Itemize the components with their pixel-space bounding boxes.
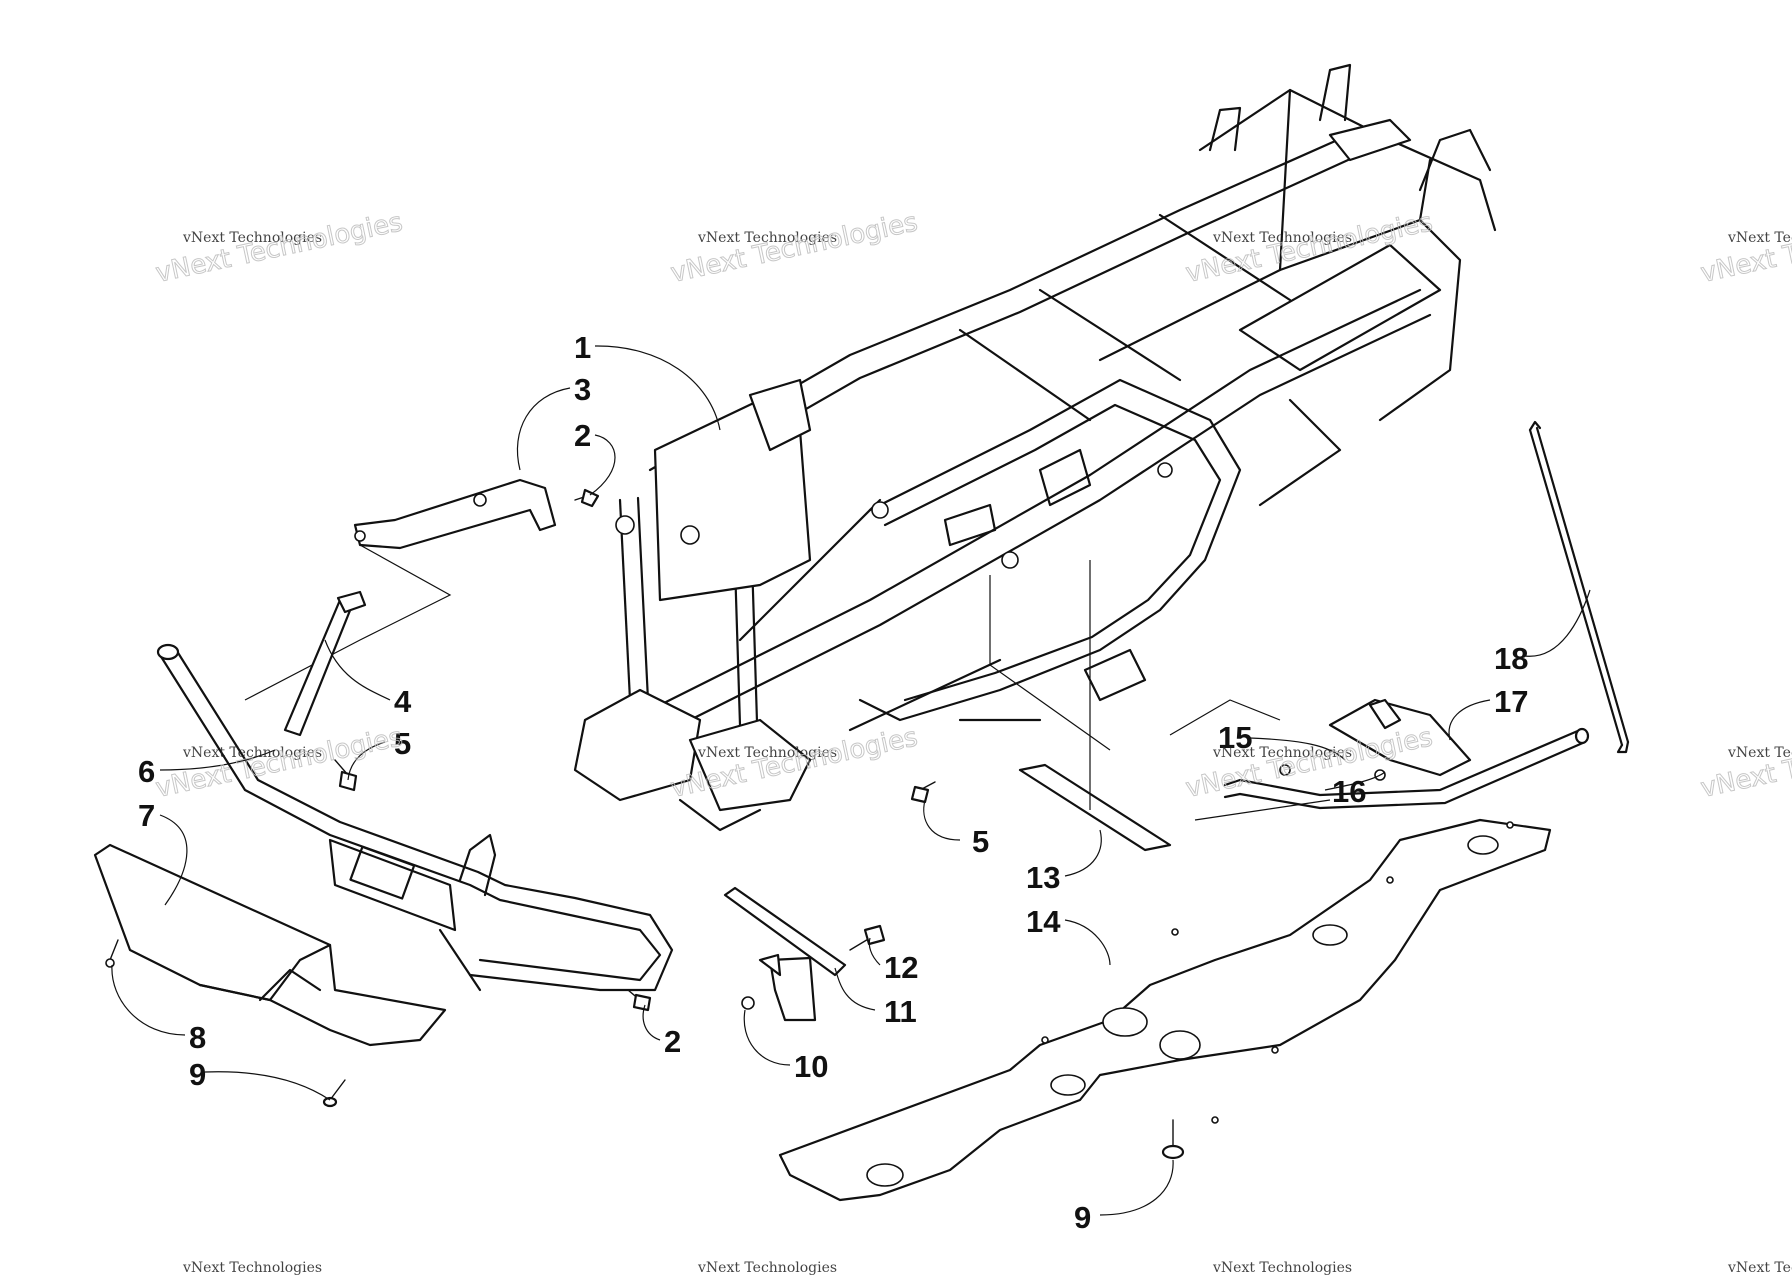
svg-text:vNext Technologies: vNext Technologies xyxy=(182,1260,322,1276)
callout-5-center: 5 xyxy=(972,824,989,859)
callout-3: 3 xyxy=(574,372,591,407)
callout-13: 13 xyxy=(1026,860,1060,895)
watermark: vNext Technologies vNext Technologies xyxy=(1698,207,1792,290)
callout-15: 15 xyxy=(1218,720,1252,755)
callout-9-right: 9 xyxy=(1074,1200,1091,1235)
callout-18: 18 xyxy=(1494,641,1528,676)
svg-text:vNext Technologies: vNext Technologies xyxy=(153,207,405,289)
bolt-2-upper xyxy=(574,488,600,508)
bolt-2-lower xyxy=(627,989,652,1012)
callout-17: 17 xyxy=(1494,684,1528,719)
front-bracket xyxy=(244,478,557,701)
callout-10: 10 xyxy=(794,1049,828,1084)
bolts xyxy=(105,488,1185,1160)
rear-tube xyxy=(1169,698,1590,821)
svg-text:vNext Technologies: vNext Technologies xyxy=(1698,722,1792,804)
main-frame xyxy=(573,63,1497,832)
callout-8: 8 xyxy=(189,1020,206,1055)
svg-text:vNext Technologies: vNext Technologies xyxy=(1698,207,1792,289)
screw-8 xyxy=(105,939,119,968)
callouts: 1 3 2 4 5 6 7 8 9 2 5 10 11 12 13 14 9 1… xyxy=(138,330,1528,1235)
svg-text:vNext Technologies: vNext Technologies xyxy=(697,1260,837,1276)
front-bumper xyxy=(93,590,674,1047)
svg-text:vNext Technologies: vNext Technologies xyxy=(1727,745,1792,761)
skid-plate xyxy=(778,818,1552,1202)
svg-text:vNext Technologies: vNext Technologies xyxy=(668,207,920,289)
bolt-5-center xyxy=(910,781,936,804)
callout-16: 16 xyxy=(1332,774,1366,809)
callout-12: 12 xyxy=(884,950,918,985)
watermark: vNext Technologies xyxy=(1727,1260,1792,1276)
watermark: vNext Technologies xyxy=(182,1260,322,1276)
callout-2-lower: 2 xyxy=(664,1024,681,1059)
callout-4: 4 xyxy=(394,684,412,719)
svg-text:vNext Technologies: vNext Technologies xyxy=(697,230,837,246)
watermark: vNext Technologies vNext Technologies xyxy=(1183,207,1436,290)
watermark: vNext Technologies vNext Technologies xyxy=(1698,722,1792,805)
svg-text:vNext Technologies: vNext Technologies xyxy=(697,745,837,761)
svg-text:vNext Technologies: vNext Technologies xyxy=(1212,1260,1352,1276)
watermark: vNext Technologies xyxy=(1212,1260,1352,1276)
strap xyxy=(989,560,1172,852)
screw-9-left xyxy=(322,1079,346,1108)
callout-6: 6 xyxy=(138,754,155,789)
svg-text:vNext Technologies: vNext Technologies xyxy=(1212,745,1352,761)
callout-5-left: 5 xyxy=(394,726,411,761)
callout-2-upper: 2 xyxy=(574,418,591,453)
callout-7: 7 xyxy=(138,798,155,833)
screw-9-right xyxy=(1161,1119,1185,1160)
bolt-5-left xyxy=(334,759,358,792)
callout-9-left: 9 xyxy=(189,1057,206,1092)
watermark: vNext Technologies vNext Technologies xyxy=(153,207,406,290)
callout-1: 1 xyxy=(574,330,591,365)
svg-text:vNext Technologies: vNext Technologies xyxy=(1727,1260,1792,1276)
callout-14: 14 xyxy=(1026,904,1061,939)
leader-lines xyxy=(111,345,1591,1216)
svg-text:vNext Technologies: vNext Technologies xyxy=(182,745,322,761)
watermark: vNext Technologies vNext Technologies xyxy=(668,207,921,290)
tow-bracket xyxy=(723,886,886,1022)
svg-text:vNext Technologies: vNext Technologies xyxy=(182,230,322,246)
callout-11: 11 xyxy=(884,994,917,1029)
svg-text:vNext Technologies: vNext Technologies xyxy=(1212,230,1352,246)
svg-text:vNext Technologies: vNext Technologies xyxy=(1727,230,1792,246)
watermark: vNext Technologies xyxy=(697,1260,837,1276)
rod xyxy=(1528,420,1630,754)
svg-text:vNext Technologies: vNext Technologies xyxy=(1183,207,1435,289)
